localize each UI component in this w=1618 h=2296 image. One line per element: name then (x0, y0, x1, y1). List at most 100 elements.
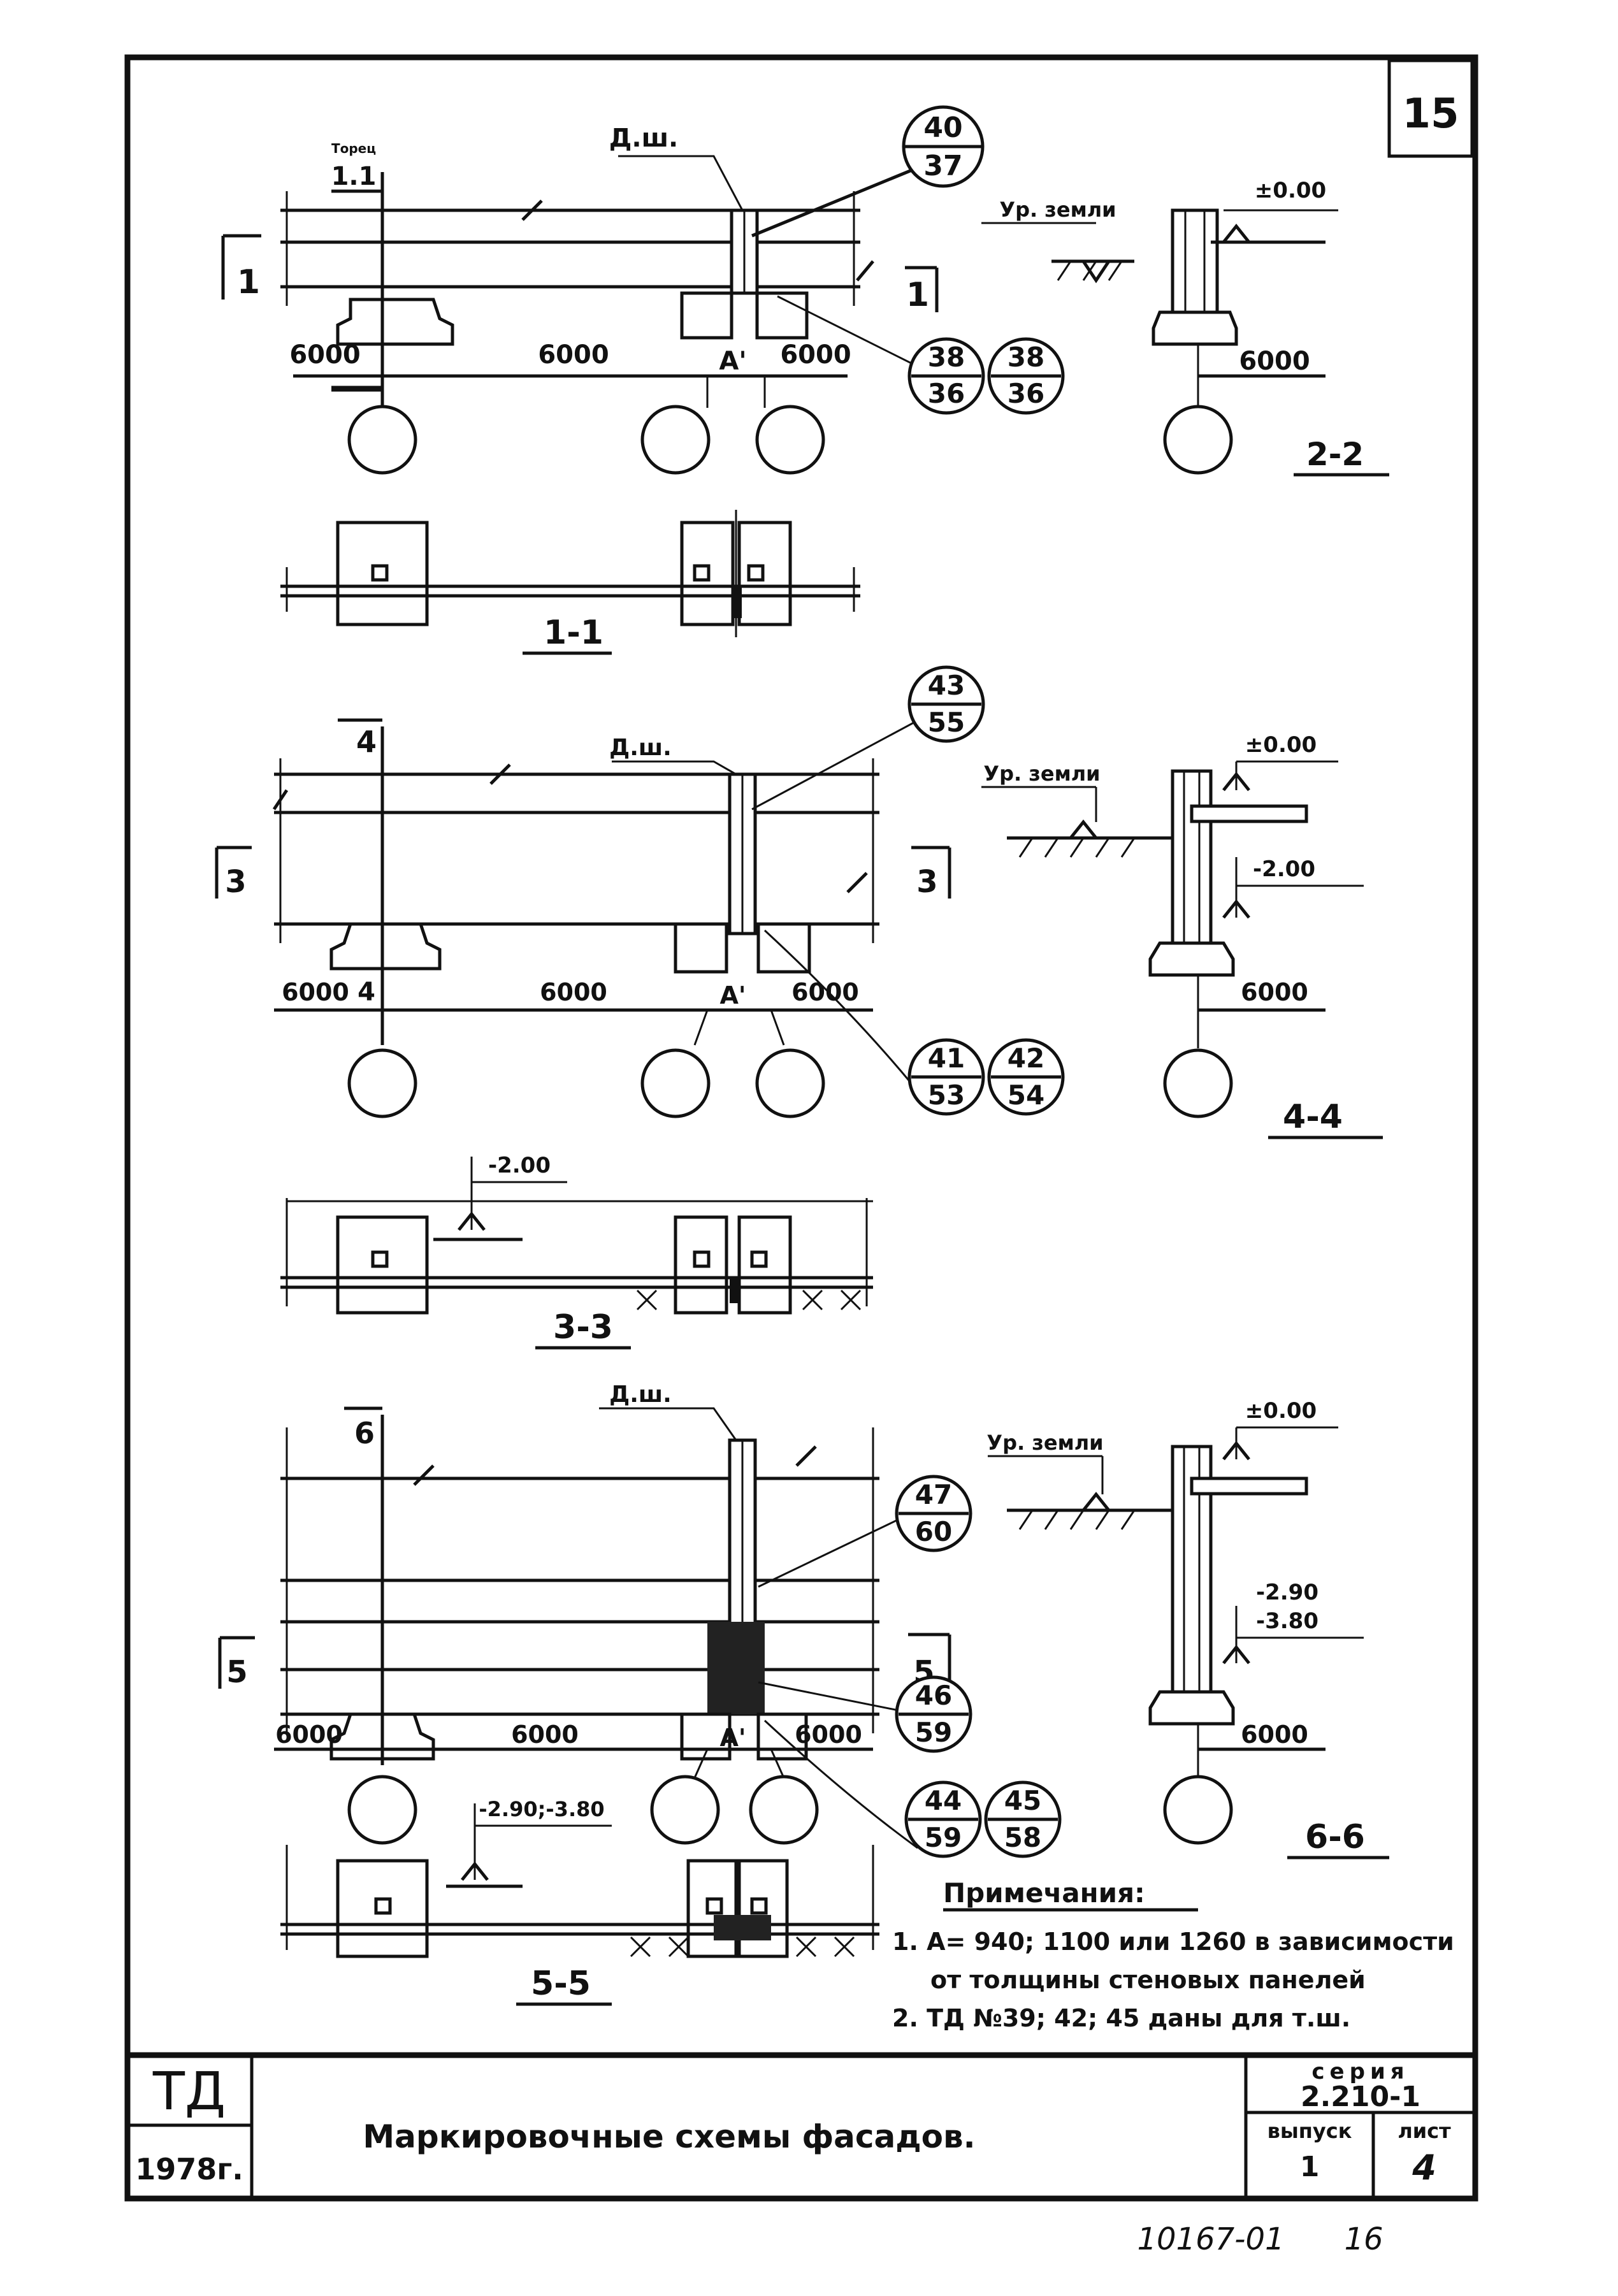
svg-text:42: 42 (1008, 1043, 1044, 1074)
sheet-number: 15 (1402, 90, 1459, 138)
dim-2b: 6000 (540, 978, 607, 1006)
section-mark-6-top: 6 (354, 1416, 375, 1450)
sheet-title: Маркировочные схемы фасадов. (363, 2118, 975, 2155)
dim-3b: 6000 (511, 1721, 579, 1749)
svg-text:38: 38 (1008, 342, 1044, 373)
svg-text:59: 59 (915, 1717, 952, 1748)
svg-text:44: 44 (925, 1785, 962, 1816)
tag-1-top: 40 37 (902, 105, 985, 188)
level-m290-380: -2.90;-3.80 (479, 1797, 604, 1821)
notes-line-1: 1. А= 940; 1100 или 1260 в зависимости (892, 1928, 1454, 1956)
tag-1-bot-2: 38 36 (987, 337, 1065, 415)
tag-3-mid: 46 59 (895, 1675, 972, 1753)
sheet-frame: 15 (124, 54, 1478, 2202)
dim-3c: 6000 (795, 1721, 862, 1749)
section-title-6-6: 6-6 (1305, 1818, 1365, 1856)
level-m380: -3.80 (1256, 1608, 1318, 1634)
svg-text:47: 47 (915, 1479, 952, 1510)
dim-4-4: 6000 (1241, 978, 1308, 1006)
svg-text:46: 46 (915, 1680, 952, 1711)
dim-2a: 6000 (282, 978, 349, 1006)
section-2-2: Ур. земли ±0.00 6000 2-2 (981, 178, 1389, 477)
title-block: ТД 1978г. Маркировочные схемы фасадов. с… (127, 2052, 1475, 2199)
tag-1-bot-1: 38 36 (907, 337, 985, 415)
section-title-1-1: 1-1 (544, 614, 603, 652)
svg-text:58: 58 (1004, 1822, 1041, 1853)
series-value: 2.210-1 (1301, 2081, 1420, 2113)
svg-text:41: 41 (928, 1043, 965, 1074)
joint-label-2: Д.ш. (609, 735, 672, 761)
facade-2: 4 3 3 Д.ш. 6000 4 6000 А' 6000 (215, 712, 951, 1118)
dim-1b: 6000 (538, 340, 609, 370)
svg-text:55: 55 (928, 707, 965, 738)
svg-text:38: 38 (928, 342, 965, 373)
section-mark-3-left: 3 (225, 864, 246, 900)
svg-text:40: 40 (923, 112, 962, 144)
notes: Примечания: 1. А= 940; 1100 или 1260 в з… (892, 1877, 1454, 2032)
tag-2-bot-2: 42 54 (987, 1038, 1065, 1116)
notes-line-2: от толщины стеновых панелей (930, 1966, 1366, 1994)
tag-2-bot-1: 41 53 (907, 1038, 985, 1116)
section-title-2-2: 2-2 (1306, 436, 1364, 473)
footer-page: 16 (1344, 2221, 1383, 2257)
series-label: серия (1311, 2059, 1409, 2084)
list-label: лист (1398, 2119, 1451, 2143)
level-zero-3: ±0.00 (1245, 1398, 1317, 1424)
svg-text:37: 37 (923, 150, 962, 182)
section-mark-4-top: 4 (356, 725, 377, 759)
axis-a-2: А' (719, 981, 746, 1009)
issue-value: 1 (1300, 2151, 1320, 2183)
axis-a-1: А' (719, 347, 746, 376)
svg-text:54: 54 (1008, 1079, 1044, 1111)
year: 1978г. (135, 2152, 243, 2186)
facade-1: 1 1 Торец 1.1 Д.ш. 6000 6000 А' 6000 (221, 124, 939, 475)
level-m200-2: -2.00 (1253, 856, 1315, 882)
plan-5-5: -2.90;-3.80 5-5 (280, 1797, 879, 2006)
plan-1-1: 1-1 (280, 510, 860, 655)
tag-3-bot-2: 45 58 (984, 1780, 1062, 1858)
section-title-5-5: 5-5 (531, 1965, 591, 2003)
section-6-6: Ур. земли ±0.00 -2.90 -3.80 6000 6-6 (986, 1398, 1389, 1859)
level-zero-2: ±0.00 (1245, 732, 1317, 758)
axis-a-3: А' (719, 1724, 746, 1752)
level-m200-3-3: -2.00 (488, 1153, 551, 1178)
dim-1a: 6000 (289, 340, 360, 370)
ground-label-3: Ур. земли (986, 1431, 1103, 1455)
section-title-3-3: 3-3 (553, 1308, 613, 1347)
dim-3a: 6000 (275, 1721, 343, 1749)
joint-label-1: Д.ш. (609, 124, 679, 153)
dim-2-2: 6000 (1239, 347, 1310, 376)
tag-3-bot-1: 44 59 (904, 1780, 982, 1858)
svg-text:53: 53 (928, 1079, 965, 1111)
section-title-4-4: 4-4 (1283, 1098, 1343, 1136)
notes-heading: Примечания: (943, 1877, 1145, 1909)
svg-text:36: 36 (928, 378, 965, 409)
partition-label: Торец (331, 141, 376, 156)
partition-sub: 1.1 (331, 162, 377, 191)
dim-1c: 6000 (780, 340, 851, 370)
dim-6-6: 6000 (1241, 1721, 1308, 1749)
svg-text:60: 60 (915, 1516, 952, 1547)
ground-label-2: Ур. земли (983, 762, 1100, 786)
dim-2c: 6000 (791, 978, 859, 1006)
level-zero-1: ±0.00 (1255, 178, 1326, 203)
svg-text:43: 43 (928, 670, 965, 701)
section-mark-1-right: 1 (906, 276, 929, 314)
section-mark-5-left: 5 (226, 1654, 247, 1690)
facade-3: 6 5 5 Д.ш. 6000 6000 А' 6000 (218, 1382, 951, 1849)
tag-3-top: 47 60 (895, 1475, 972, 1552)
ground-label-1: Ур. земли (999, 198, 1116, 222)
org-mark: ТД (152, 2061, 226, 2122)
level-m290: -2.90 (1256, 1580, 1318, 1605)
tag-2-top: 43 55 (907, 665, 985, 743)
section-mark-1-left: 1 (237, 263, 260, 301)
footer-code: 10167-01 (1137, 2221, 1284, 2257)
svg-text:45: 45 (1004, 1785, 1041, 1816)
svg-text:36: 36 (1008, 378, 1044, 409)
issue-label: выпуск (1268, 2119, 1352, 2143)
svg-text:59: 59 (925, 1822, 962, 1853)
section-mark-3-right: 3 (916, 864, 937, 900)
plan-3-3: -2.00 3-3 (280, 1153, 873, 1350)
section-4-4: Ур. земли ±0.00 -2.00 6000 4-4 (981, 732, 1383, 1139)
